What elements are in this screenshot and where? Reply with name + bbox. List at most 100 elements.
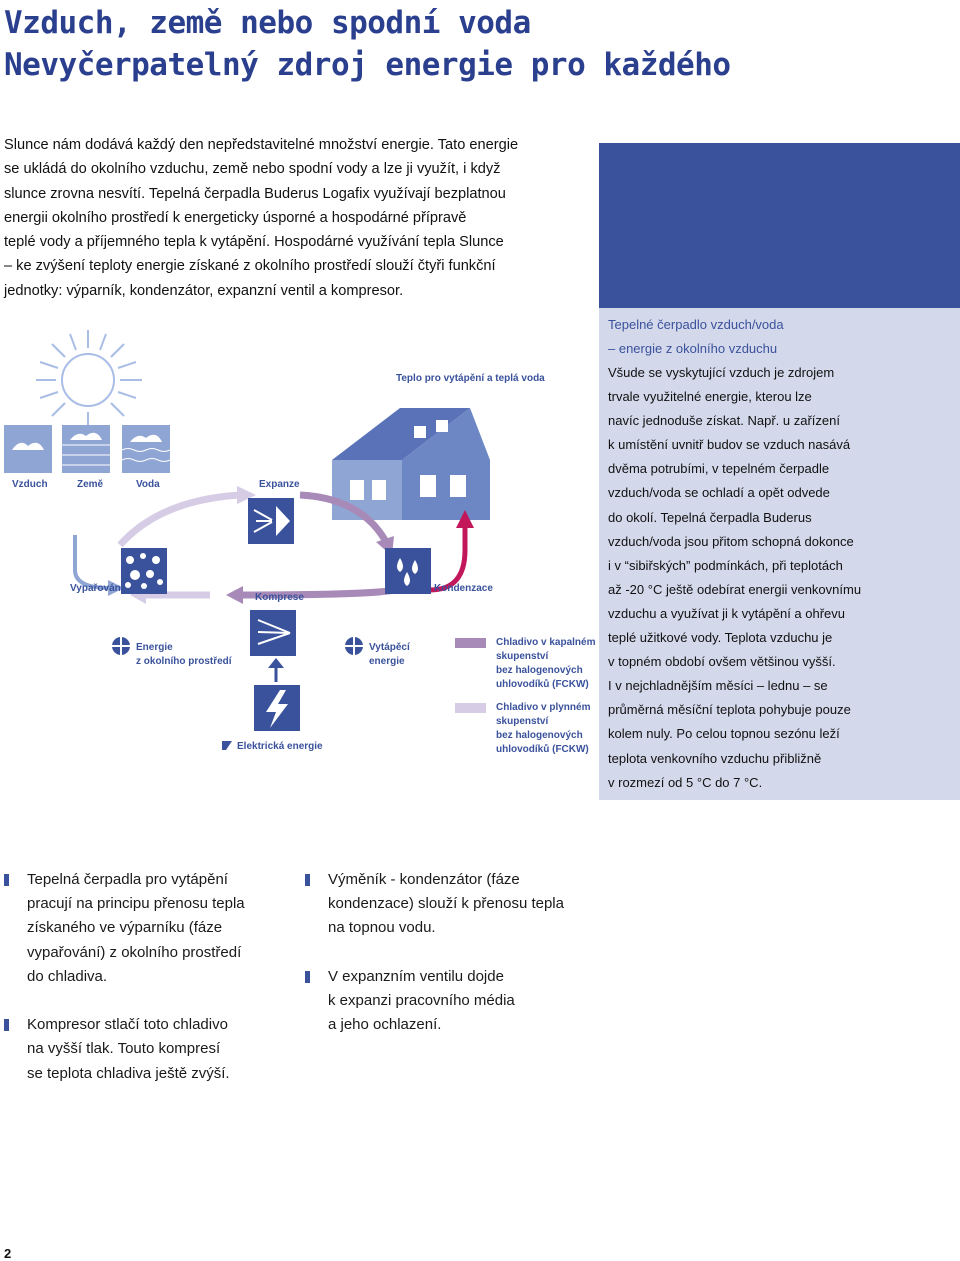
sidebar-line: teplé užitkové vody. Teplota vzduchu je [608,630,833,646]
legend-gas-label: Chladivo v plynném skupenství bez haloge… [496,701,590,757]
sidebar-heading: Tepelné čerpadlo vzduch/voda – energie z… [608,313,953,361]
env-energy-line: z okolního prostředí [136,656,232,667]
intro-line: – ke zvýšení teploty energie získané z o… [4,258,496,275]
legend-liquid-swatch [455,638,486,648]
source-earth-label: Země [77,479,104,490]
condenser-icon [385,548,431,594]
bullet-column-right: Výměník - kondenzátor (fáze kondenzace) … [305,868,595,1062]
legend-gas-swatch [455,703,486,713]
bullet-line: pracují na principu přenosu tepla [27,895,245,913]
expansion-valve-icon [248,498,294,544]
sidebar-line: průměrná měsíční teplota pohybuje pouze [608,702,851,718]
sidebar-line: kolem nuly. Po celou topnou sezónu leží [608,726,840,742]
sidebar-line: teplota venkovního vzduchu přibližně [608,750,822,766]
sidebar-line: do okolí. Tepelná čerpadla Buderus [608,509,812,525]
page-title: Vzduch, země nebo spodní voda Nevyčerpat… [4,2,731,86]
bullet-marker-icon [305,970,310,983]
sidebar-line: vzduchu a využívat ji k vytápění a ohřev… [608,605,846,621]
heat-arrow [429,510,474,593]
bullet-marker-icon [4,874,9,886]
source-water-label: Voda [136,479,160,490]
title-line-1: Vzduch, země nebo spodní voda [4,5,531,41]
sidebar-line: dvěma potrubími, v tepelném čerpadle [608,461,830,477]
intro-line: slunce zrovna nesvítí. Tepelná čerpadla … [4,185,506,202]
env-energy-icon [112,637,130,655]
electric-energy-label: Elektrická energie [237,741,323,752]
source-arrow [73,535,124,596]
legend-liquid-label: Chladivo v kapalném skupenství bez halog… [496,636,595,692]
water-source-icon [121,425,171,473]
sidebar-header-block [599,143,960,308]
intro-line: energii okolního prostředí k energeticky… [4,209,467,226]
intro-line: se ukládá do okolního vzduchu, země nebo… [4,161,501,178]
legend-line: Chladivo v plynném [496,702,591,713]
sidebar-line: k umístění uvnitř budov se vzduch nasává [608,437,851,453]
heating-energy-icon [345,637,363,655]
bullet-item: V expanzním ventilu dojde k expanzi prac… [305,965,595,1038]
bullet-line: V expanzním ventilu dojde [328,967,504,985]
intro-line: Slunce nám dodává každý den nepředstavit… [4,137,519,153]
legend-line: bez halogenových [496,665,583,676]
heat-output-label: Teplo pro vytápění a teplá voda [396,373,545,384]
bullet-item: Výměník - kondenzátor (fáze kondenzace) … [305,868,595,941]
bullet-line: vypařování) z okolního prostředí [27,943,242,961]
electric-flag-icon [222,741,232,750]
bullet-line: a jeho ochlazení. [328,1016,442,1034]
env-energy-line: Energie [136,642,173,653]
evaporator-icon [121,548,167,594]
bullet-line: se teplota chladiva ještě zvýší. [27,1064,230,1082]
legend-line: bez halogenových [496,730,583,741]
legend-line: Chladivo v kapalném [496,637,596,648]
legend-line: uhlovodíků (FCKW) [496,679,589,690]
heating-energy-line: Vytápěcí [369,642,410,653]
sidebar-line: Všude se vyskytující vzduch je zdrojem [608,365,835,380]
heating-energy-line: energie [369,656,405,667]
bullet-line: Kompresor stlačí toto chladivo [27,1016,228,1034]
sidebar-body: Všude se vyskytující vzduch je zdrojem t… [608,361,953,795]
sidebar-line: v rozmezí od 5 °C do 7 °C. [608,774,763,790]
intro-paragraph: Slunce nám dodává každý den nepředstavit… [4,133,594,303]
electricity-icon [254,685,300,731]
legend-line: uhlovodíků (FCKW) [496,744,589,755]
bullet-line: k expanzi pracovního média [328,992,515,1009]
sidebar-box: Tepelné čerpadlo vzduch/voda – energie z… [599,308,960,800]
sidebar-line: trvale využitelné energie, kterou lze [608,389,812,405]
bullet-marker-icon [305,874,310,886]
house-icon [332,408,490,520]
bullet-line: Výměník - kondenzátor (fáze [328,871,520,888]
compressor-icon [250,610,296,656]
sidebar-line: navíc jednoduše získat. Např. u zařízení [608,413,840,429]
electric-arrow [268,658,284,682]
heat-pump-diagram [4,330,490,750]
bullet-line: Tepelná čerpadla pro vytápění [27,871,228,888]
sidebar-heading-line: Tepelné čerpadlo vzduch/voda [608,317,784,332]
heating-energy-label: Vytápěcí energie [369,641,410,669]
condensation-label: Kondenzace [434,583,493,594]
page-number: 2 [4,1246,12,1261]
bullet-line: kondenzace) slouží k přenosu tepla [328,895,564,913]
bullet-line: získaného ve výparníku (fáze [27,919,223,937]
bullet-marker-icon [4,1019,9,1032]
sidebar-heading-line: – energie z okolního vzduchu [608,341,778,357]
sidebar-line: vzduch/voda jsou přitom schopná dokonce [608,533,854,549]
sidebar-line: vzduch/voda se ochladí a opět odvede [608,485,830,501]
sidebar-line: až -20 °C ještě odebírat energii venkovn… [608,581,862,597]
intro-line: teplé vody a příjemného tepla k vytápění… [4,234,504,251]
bullet-line: na vyšší tlak. Touto kompresí [27,1040,221,1058]
air-source-icon [4,425,52,473]
sidebar-line: I v nejchladnějším měsíci – lednu – se [608,678,828,694]
expansion-label: Expanze [259,479,300,490]
legend-line: skupenství [496,716,549,727]
bullet-line: na topnou vodu. [328,919,436,937]
earth-source-icon [62,425,110,473]
bullet-column-left: Tepelná čerpadla pro vytápění pracují na… [4,868,284,1110]
sidebar-line: v topném období ovšem většinou vyšší. [608,654,836,670]
bullet-item: Kompresor stlačí toto chladivo na vyšší … [4,1013,284,1086]
evaporation-label: Vypařování [70,583,124,594]
intro-line: jednotky: výparník, kondenzátor, expanzn… [4,282,404,299]
bullet-line: do chladiva. [27,967,108,985]
sun-icon [36,330,142,430]
source-air-label: Vzduch [12,479,48,490]
compression-label: Komprese [255,592,304,603]
title-line-2: Nevyčerpatelný zdroj energie pro každého [4,47,731,83]
